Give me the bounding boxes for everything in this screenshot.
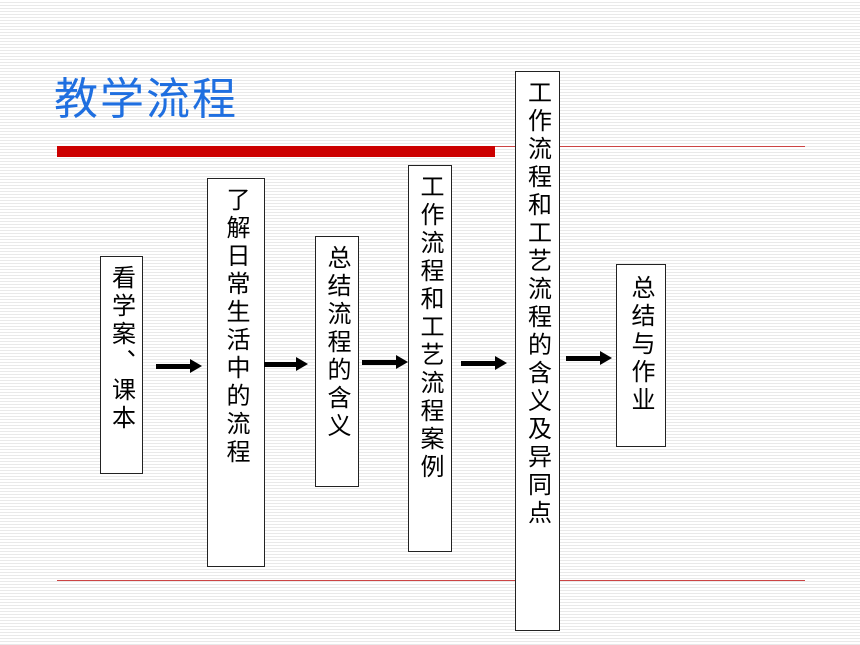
step-box-process-cases: 工作流程和工艺流程案例 xyxy=(408,165,452,552)
step-label: 看学案、课本 xyxy=(107,265,136,433)
step-label: 总结流程的含义 xyxy=(323,245,351,441)
step-box-summary-homework: 总结与作业 xyxy=(616,264,666,447)
step-label: 了解日常生活中的流程 xyxy=(222,187,250,467)
flow-arrow-icon xyxy=(264,357,308,371)
step-box-process-meaning: 总结流程的含义 xyxy=(315,236,359,487)
step-label: 工作流程和工艺流程案例 xyxy=(416,174,444,482)
flow-arrow-icon xyxy=(461,356,507,370)
title-underline-bar xyxy=(57,146,495,157)
top-divider-line xyxy=(495,146,805,147)
step-label: 总结与作业 xyxy=(627,275,655,415)
step-box-read-materials: 看学案、课本 xyxy=(100,256,143,474)
flow-arrow-icon xyxy=(566,351,612,365)
flow-arrow-icon xyxy=(362,355,408,369)
step-box-daily-life-process: 了解日常生活中的流程 xyxy=(207,178,265,567)
step-box-meaning-and-comparison: 工作流程和工艺流程的含义及异同点 xyxy=(515,71,560,631)
flow-arrow-icon xyxy=(156,359,202,373)
bottom-divider-line xyxy=(57,580,805,581)
slide-title: 教学流程 xyxy=(54,74,238,125)
step-label: 工作流程和工艺流程的含义及异同点 xyxy=(523,80,552,528)
